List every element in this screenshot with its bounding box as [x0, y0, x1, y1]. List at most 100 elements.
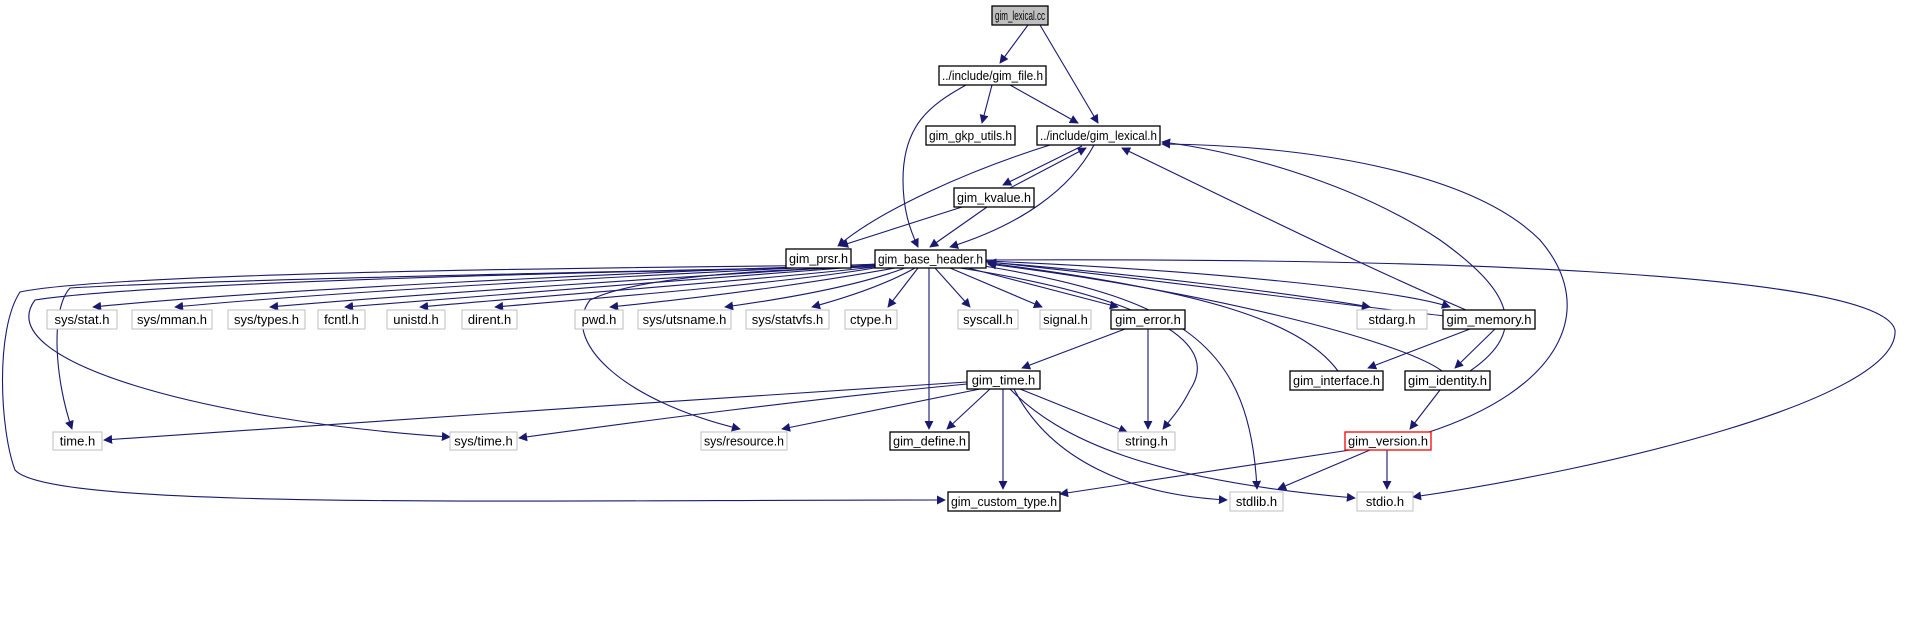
node-sys-mman: sys/mman.h: [131, 309, 213, 330]
edge-base_header-to-statvfs: [811, 267, 916, 310]
node-box: [227, 309, 306, 330]
node-ctime: time.h: [52, 431, 103, 451]
node-gkp-utils[interactable]: gim_gkp_utils.h: [925, 125, 1016, 146]
node-box: [1110, 309, 1186, 330]
node-label: gim_base_header.h: [878, 252, 983, 267]
node-label: unistd.h: [393, 312, 439, 327]
edge-version-to-custom_type: [1059, 449, 1351, 498]
edge-identity-to-inc_lexical: [1161, 138, 1507, 372]
node-label: ../include/gim_lexical.h: [1040, 128, 1157, 143]
edge-interface-to-base_header: [987, 259, 1339, 372]
edge-base_header-to-memory: [985, 260, 1451, 309]
edge-base_header-to-dirent: [494, 265, 887, 311]
node-box: [957, 309, 1019, 330]
edge-memory-to-interface: [1367, 328, 1471, 370]
node-label: dirent.h: [468, 312, 511, 327]
node-define[interactable]: gim_define.h: [889, 431, 970, 451]
node-box: [46, 309, 118, 330]
node-statvfs: sys/statvfs.h: [745, 309, 830, 330]
edge-time_h-to-resource: [781, 388, 981, 432]
node-inc-file[interactable]: ../include/gim_file.h: [938, 65, 1047, 86]
node-error[interactable]: gim_error.h: [1110, 309, 1186, 330]
node-box: [461, 309, 518, 330]
node-label: gim_gkp_utils.h: [929, 128, 1012, 143]
node-label: ctype.h: [850, 312, 892, 327]
node-sys-stat: sys/stat.h: [46, 309, 118, 330]
node-label: stdlib.h: [1236, 494, 1277, 509]
node-box: [386, 309, 446, 330]
node-signal: signal.h: [1039, 309, 1092, 330]
node-label: gim_version.h: [1348, 434, 1428, 449]
edge-time_h-to-sys_time: [518, 383, 968, 442]
node-label: sys/stat.h: [55, 312, 110, 327]
node-box: [874, 249, 987, 269]
node-label: pwd.h: [582, 312, 617, 327]
edge-kvalue-to-prsr: [839, 206, 963, 248]
edge-inc_file-to-gkp_utils: [979, 84, 993, 124]
node-lexical-cc[interactable]: gim_lexical.cc: [991, 5, 1049, 26]
node-label: gim_define.h: [893, 434, 966, 449]
node-memory[interactable]: gim_memory.h: [1442, 309, 1536, 330]
edge-base_header-to-signal: [949, 267, 1043, 308]
edge-base_header-to-unistd: [419, 265, 885, 311]
node-box: [1442, 309, 1536, 330]
node-version[interactable]: gim_version.h: [1344, 431, 1432, 451]
edge-base_header-to-sys_stat: [92, 263, 881, 311]
node-base-header[interactable]: gim_base_header.h: [874, 249, 987, 269]
node-interface[interactable]: gim_interface.h: [1289, 370, 1384, 391]
node-box: [953, 187, 1035, 208]
edge-base_header-to-pwd: [609, 267, 896, 311]
node-kvalue[interactable]: gim_kvalue.h: [953, 187, 1035, 208]
node-box: [317, 309, 366, 330]
node-stdlib: stdlib.h: [1229, 491, 1284, 512]
edge-time_h-to-stdlib: [1013, 388, 1228, 505]
node-label: fcntl.h: [324, 312, 359, 327]
node-string: string.h: [1117, 431, 1176, 451]
edge-time_h-to-define: [946, 388, 991, 430]
edge-base_header-to-custom_type: [1, 264, 946, 505]
node-label: sys/types.h: [234, 312, 299, 327]
node-label: time.h: [60, 434, 95, 449]
edge-lexical_cc-to-inc_file: [999, 24, 1029, 64]
edge-lexical_cc-to-inc_lexical: [1039, 24, 1099, 124]
edge-time_h-to-string: [1019, 388, 1128, 434]
edge-inc_file-to-inc_lexical: [1009, 84, 1079, 124]
node-utsname: sys/utsname.h: [637, 309, 732, 330]
node-inc-lexical[interactable]: ../include/gim_lexical.h: [1036, 125, 1161, 146]
node-identity[interactable]: gim_identity.h: [1404, 370, 1491, 391]
edge-version-to-inc_lexical: [1161, 139, 1568, 434]
edge-memory-to-inc_lexical: [1121, 147, 1467, 311]
node-box: [1356, 309, 1428, 330]
node-prsr[interactable]: gim_prsr.h: [785, 248, 852, 269]
node-label: gim_memory.h: [1446, 312, 1531, 327]
node-box: [574, 309, 624, 330]
edge-base_header-to-sys_time: [28, 265, 879, 441]
node-box: [844, 309, 898, 330]
edge-base_header-to-utsname: [724, 267, 906, 311]
node-unistd: unistd.h: [386, 309, 446, 330]
node-box: [449, 431, 518, 451]
node-label: sys/statvfs.h: [752, 312, 824, 327]
node-label: stdio.h: [1366, 494, 1404, 509]
edge-base_header-to-ctype: [887, 267, 919, 308]
node-label: gim_custom_type.h: [951, 494, 1057, 509]
node-box: [1356, 491, 1414, 512]
node-syscall: syscall.h: [957, 309, 1019, 330]
edge-base_header-to-stdlib: [983, 265, 1262, 490]
node-custom-type[interactable]: gim_custom_type.h: [947, 491, 1061, 512]
node-label: signal.h: [1043, 312, 1088, 327]
node-layer: gim_lexical.cc ../include/gim_file.h gim_g…: [46, 5, 1536, 512]
edge-base_header-to-stdarg: [985, 261, 1371, 311]
edge-kvalue-to-inc_lexical: [1009, 147, 1087, 189]
node-box: [938, 65, 1047, 86]
edge-base_header-to-sys_mman: [174, 263, 881, 311]
node-time-h[interactable]: gim_time.h: [966, 370, 1041, 390]
edge-kvalue-to-base_header: [929, 206, 988, 248]
node-box: [1117, 431, 1176, 451]
edge-version-to-stdlib: [1277, 449, 1371, 490]
node-label: ../include/gim_file.h: [942, 68, 1043, 83]
node-box: [785, 248, 852, 269]
node-label: syscall.h: [963, 312, 1013, 327]
node-box: [52, 431, 103, 451]
